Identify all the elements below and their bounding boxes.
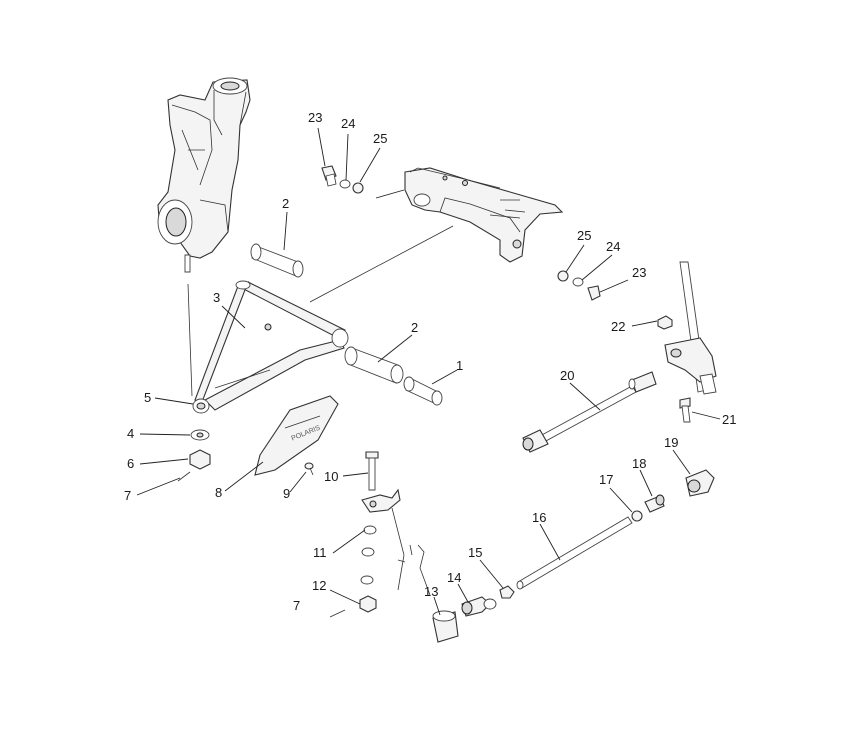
nut-22 <box>657 315 673 330</box>
callout-18: 18 <box>632 456 646 471</box>
cotter-pin-7b <box>329 609 346 618</box>
castle-nut-6 <box>189 449 211 470</box>
steering-post <box>664 261 717 395</box>
bolt-23-right <box>587 285 601 301</box>
callout-14: 14 <box>447 570 461 585</box>
washer-11a <box>363 525 377 535</box>
bushing-1 <box>403 376 443 406</box>
callout-23-left: 23 <box>308 110 322 125</box>
sway-bar-bracket <box>361 488 431 596</box>
callout-13: 13 <box>424 584 438 599</box>
callout-17: 17 <box>599 472 613 487</box>
callout-22: 22 <box>611 319 625 334</box>
tie-rod-20 <box>522 371 657 453</box>
callout-15: 15 <box>468 545 482 560</box>
bolt-9 <box>304 462 314 476</box>
callout-24-left: 24 <box>341 116 355 131</box>
washer-11b <box>361 547 375 557</box>
tie-rod-16 <box>516 516 633 590</box>
callout-8: 8 <box>215 485 222 500</box>
callout-2-upper: 2 <box>282 196 289 211</box>
pivot-tube-lower <box>344 346 404 384</box>
callout-16: 16 <box>532 510 546 525</box>
nut-17 <box>631 510 643 522</box>
callout-2-lower: 2 <box>411 320 418 335</box>
nut-25-right <box>557 270 569 282</box>
callout-7-upper: 7 <box>124 488 131 503</box>
boot-13 <box>432 610 459 643</box>
callout-20: 20 <box>560 368 574 383</box>
pivot-tube-upper <box>250 243 304 278</box>
cotter-pin-7a <box>177 471 191 482</box>
a-arm <box>192 280 349 414</box>
callout-12: 12 <box>312 578 326 593</box>
skid-plate: POLARIS <box>254 395 339 476</box>
callout-25-right: 25 <box>577 228 591 243</box>
callout-1: 1 <box>456 358 463 373</box>
ball-joint-18 <box>644 494 665 513</box>
washer-11c <box>360 575 374 585</box>
frame-bracket <box>404 167 564 263</box>
callout-11: 11 <box>313 545 327 560</box>
callout-10: 10 <box>324 469 338 484</box>
callout-23-right: 23 <box>632 265 646 280</box>
bolt-21 <box>679 397 691 423</box>
callout-6: 6 <box>127 456 134 471</box>
nut-25-left <box>352 182 364 194</box>
steering-knuckle <box>157 77 251 273</box>
nut-12 <box>359 595 377 613</box>
washer-24-left <box>339 179 351 189</box>
leader-lines <box>136 127 721 616</box>
callout-25-left: 25 <box>373 131 387 146</box>
callout-3: 3 <box>213 290 220 305</box>
callout-9: 9 <box>283 486 290 501</box>
callout-labels: 1 2 2 3 4 5 6 7 7 8 9 10 11 12 13 14 15 … <box>124 110 736 613</box>
bolt-10 <box>365 451 379 491</box>
callout-7-lower: 7 <box>293 598 300 613</box>
bolt-23-left <box>321 165 337 187</box>
tie-rod-end-19 <box>685 469 715 497</box>
callout-5: 5 <box>144 390 151 405</box>
callout-24-right: 24 <box>606 239 620 254</box>
tie-rod-end-14 <box>461 596 497 617</box>
callout-19: 19 <box>664 435 678 450</box>
callout-4: 4 <box>127 426 134 441</box>
callout-21: 21 <box>722 412 736 427</box>
jam-nut-15 <box>499 585 515 599</box>
washer-24-right <box>572 277 584 287</box>
